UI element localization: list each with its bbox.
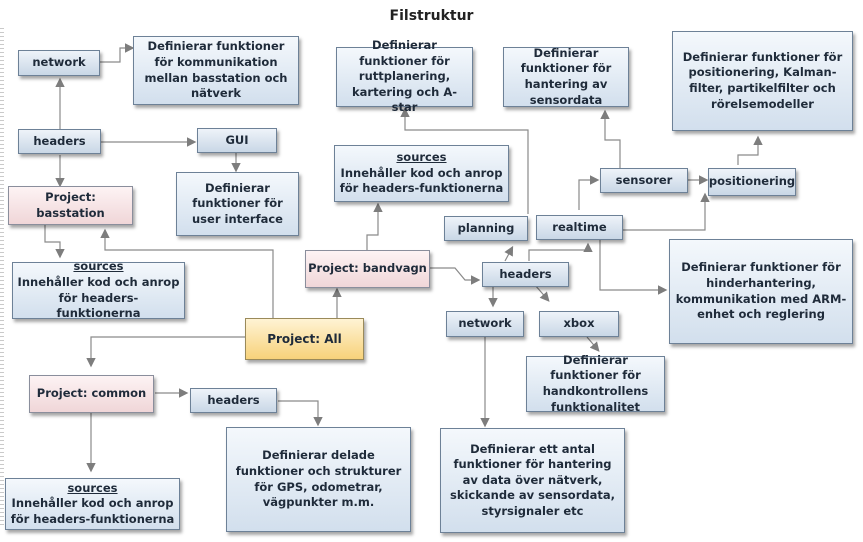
sources-basstation-desc: Innehåller kod och anrop för headers-fun… <box>17 274 180 321</box>
node-project-all[interactable]: Project: All <box>245 318 364 360</box>
edge-xbox-to-desc <box>586 336 600 352</box>
edge-headers-to-desc <box>278 400 323 427</box>
node-project-basstation[interactable]: Project: basstation <box>8 186 133 225</box>
node-headers-basstation[interactable]: headers <box>18 129 101 154</box>
node-positionering[interactable]: positionering <box>708 168 796 196</box>
edge-bandvagn-to-headers <box>430 267 481 285</box>
edge-planning-to-desc <box>400 107 529 214</box>
node-planning-desc: Definierar funktioner för ruttplanering,… <box>336 38 473 114</box>
node-headers-bandvagn[interactable]: headers <box>482 262 569 287</box>
edge-bandvagn-to-sources <box>366 202 383 250</box>
sources-bandvagn-title: sources <box>396 150 447 165</box>
node-headers-common[interactable]: headers <box>190 388 277 413</box>
edge-positionering-to-desc <box>737 135 763 165</box>
left-edge-decoration <box>0 25 4 525</box>
node-gui[interactable]: GUI <box>197 128 277 153</box>
node-headers-common-desc: Definierar delade funktioner och struktu… <box>226 427 411 532</box>
page-title: Filstruktur <box>389 8 474 24</box>
sources-common-desc: Innehåller kod och anrop för headers-fun… <box>10 496 175 526</box>
sources-common-title: sources <box>67 480 118 495</box>
node-sources-basstation: sources Innehåller kod och anrop för hea… <box>12 259 185 321</box>
node-positionering-desc: Definierar funktioner för positionering,… <box>672 31 853 131</box>
edge-headers-to-realtime <box>528 242 593 261</box>
node-sensorer-desc: Definierar funktioner för hantering av s… <box>503 46 629 107</box>
edge-basstation-to-sources <box>44 225 65 259</box>
edge-headers-to-planning <box>504 245 514 262</box>
edge-sensorer-to-desc <box>600 109 621 168</box>
edge-realtime-to-positionering <box>623 192 710 231</box>
sources-bandvagn-desc: Innehåller kod och anrop för headers-fun… <box>339 165 504 196</box>
node-gui-desc: Definierar funktioner för user interface <box>176 172 299 236</box>
edge-realtime-to-desc <box>599 240 668 295</box>
edge-realtime-to-sensorer <box>578 175 600 210</box>
node-xbox[interactable]: xbox <box>539 311 619 337</box>
node-network-basstation[interactable]: network <box>18 50 100 76</box>
node-project-bandvagn[interactable]: Project: bandvagn <box>305 250 430 288</box>
node-project-common[interactable]: Project: common <box>29 375 154 413</box>
node-planning[interactable]: planning <box>444 216 528 241</box>
node-sources-common: sources Innehåller kod och anrop för hea… <box>5 478 180 530</box>
node-realtime[interactable]: realtime <box>536 215 623 240</box>
node-sources-bandvagn: sources Innehåller kod och anrop för hea… <box>334 145 509 202</box>
node-sensorer[interactable]: sensorer <box>600 168 688 193</box>
node-network-bandvagn-desc: Definierar ett antal funktioner för hant… <box>440 428 625 533</box>
edge-network-to-desc <box>100 43 135 63</box>
edge-headers-to-xbox <box>534 284 550 302</box>
node-realtime-desc: Definierar funktioner för hinderhanterin… <box>669 239 853 344</box>
node-xbox-desc: Definierar funktioner för handkontrollen… <box>526 353 665 414</box>
node-network-basstation-desc: Definierar funktioner för kommunikation … <box>133 36 299 105</box>
edge-all-to-common <box>86 336 245 368</box>
node-network-bandvagn[interactable]: network <box>446 311 524 337</box>
sources-basstation-title: sources <box>73 259 124 274</box>
